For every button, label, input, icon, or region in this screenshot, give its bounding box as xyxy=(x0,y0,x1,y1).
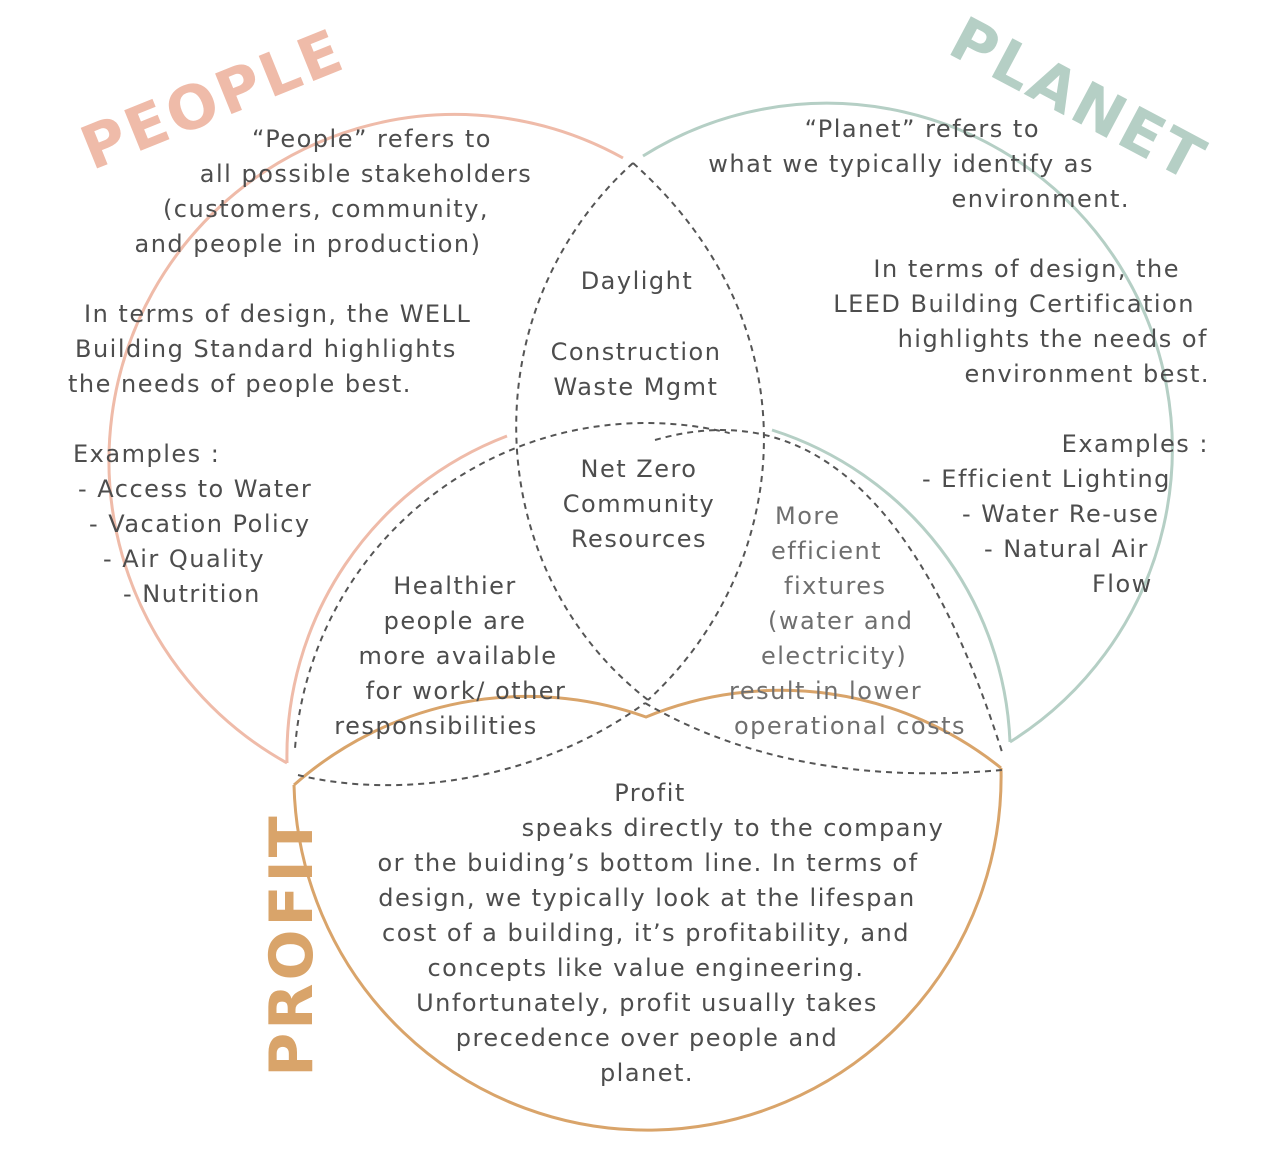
profit-label: PROFIT xyxy=(257,813,327,1076)
people-planet-lens-left xyxy=(515,162,649,701)
people-intro-line: and people in production) xyxy=(134,230,481,258)
people-profit-bottom-arc xyxy=(297,702,646,787)
people-design-line: the needs of people best. xyxy=(68,370,412,398)
planet-intro-line: “Planet” refers to xyxy=(805,115,1040,143)
people-intro-line: all possible stakeholders xyxy=(200,160,532,188)
profit-text-line: or the buiding’s bottom line. In terms o… xyxy=(377,849,918,877)
people-planet-item2-line: Waste Mgmt xyxy=(554,373,719,401)
planet-profit-top-arc xyxy=(654,429,1003,753)
people-examples-line: - Access to Water xyxy=(78,475,312,503)
people-profit-text-line: for work/ other xyxy=(366,677,567,705)
people-circle-arc xyxy=(107,113,624,765)
planet-design-line: highlights the needs of xyxy=(898,325,1208,353)
people-profit-text: Healthier people are more available for wor… xyxy=(334,572,566,740)
people-design-line: In terms of design, the WELL xyxy=(84,300,471,328)
planet-profit-text-line: result in lower xyxy=(729,677,922,705)
text-layer: “People” refers to all possible stakehold… xyxy=(68,115,1210,1087)
planet-examples-line: - Efficient Lighting xyxy=(922,465,1171,493)
planet-profit-text-line: (water and xyxy=(768,607,914,635)
planet-design-line: LEED Building Certification xyxy=(833,290,1195,318)
center-text-line: Community xyxy=(563,490,715,518)
svg-text:PROFIT: PROFIT xyxy=(257,813,327,1076)
people-intro: “People” refers to all possible stakehold… xyxy=(134,125,532,258)
people-examples-line: - Vacation Policy xyxy=(89,510,311,538)
planet-profit-text-line: electricity) xyxy=(761,642,907,670)
planet-examples-line: - Water Re-use xyxy=(962,500,1159,528)
people-examples-title: Examples : xyxy=(73,440,220,468)
people-planet-item1: Daylight xyxy=(581,267,694,295)
planet-profit-lower-arc xyxy=(644,702,1003,775)
planet-examples-line: Flow xyxy=(1092,570,1153,598)
people-examples-line: - Air Quality xyxy=(103,545,265,573)
profit-text-line: speaks directly to the company xyxy=(522,814,945,842)
planet-profit-text-line: More xyxy=(775,502,841,530)
profit-text-line: concepts like value engineering. xyxy=(427,954,864,982)
people-design: In terms of design, the WELL Building Sta… xyxy=(68,300,471,398)
profit-text-line: design, we typically look at the lifespa… xyxy=(378,884,916,912)
profit-text-line: planet. xyxy=(600,1059,694,1087)
planet-examples: - Efficient Lighting - Water Re-use - Natu… xyxy=(922,465,1171,598)
people-planet-lens-right xyxy=(632,162,765,701)
planet-inner-arc xyxy=(771,428,1012,743)
profit-text-line: cost of a building, it’s profitability, … xyxy=(382,919,910,947)
people-examples-line: - Nutrition xyxy=(123,580,261,608)
planet-intro-line: environment. xyxy=(952,185,1130,213)
people-profit-text-line: people are xyxy=(384,607,527,635)
profit-text-line: Unfortunately, profit usually takes xyxy=(416,989,878,1017)
planet-profit-text-line: efficient xyxy=(771,537,882,565)
center-text-line: Net Zero xyxy=(581,455,698,483)
planet-circle-arc xyxy=(642,101,1174,744)
people-profit-text-line: more available xyxy=(358,642,557,670)
profit-circle-arc xyxy=(292,767,1003,1132)
planet-profit-text-line: fixtures xyxy=(784,572,887,600)
people-design-line: Building Standard highlights xyxy=(75,335,457,363)
profit-inner-arc xyxy=(293,688,1002,787)
people-profit-text-line: Healthier xyxy=(393,572,517,600)
planet-intro-line: what we typically identify as xyxy=(708,150,1094,178)
planet-intro: “Planet” refers to what we typically iden… xyxy=(708,115,1130,213)
planet-profit-text-line: operational costs xyxy=(734,712,966,740)
people-examples-title-line: Examples : xyxy=(73,440,220,468)
overlap-boundaries xyxy=(293,162,1003,787)
planet-examples-title-line: Examples : xyxy=(1062,430,1209,458)
planet-design-line: environment best. xyxy=(964,360,1210,388)
planet-design-line: In terms of design, the xyxy=(873,255,1180,283)
people-examples: - Access to Water - Vacation Policy - Air … xyxy=(78,475,312,608)
planet-profit-text: More efficient fixtures (water and electrici… xyxy=(729,502,966,740)
profit-text-line: Profit xyxy=(614,779,686,807)
profit-text-line: precedence over people and xyxy=(456,1024,838,1052)
profit-text: Profit speaks directly to the company or t… xyxy=(377,779,944,1087)
people-intro-line: (customers, community, xyxy=(163,195,489,223)
people-planet-item1-line: Daylight xyxy=(581,267,694,295)
people-planet-item2-line: Construction xyxy=(551,338,722,366)
people-profit-text-line: responsibilities xyxy=(334,712,538,740)
center-text-line: Resources xyxy=(571,525,707,553)
planet-examples-title: Examples : xyxy=(1062,430,1209,458)
people-inner-arc xyxy=(285,434,508,764)
people-intro-line: “People” refers to xyxy=(252,125,492,153)
planet-examples-line: - Natural Air xyxy=(984,535,1149,563)
